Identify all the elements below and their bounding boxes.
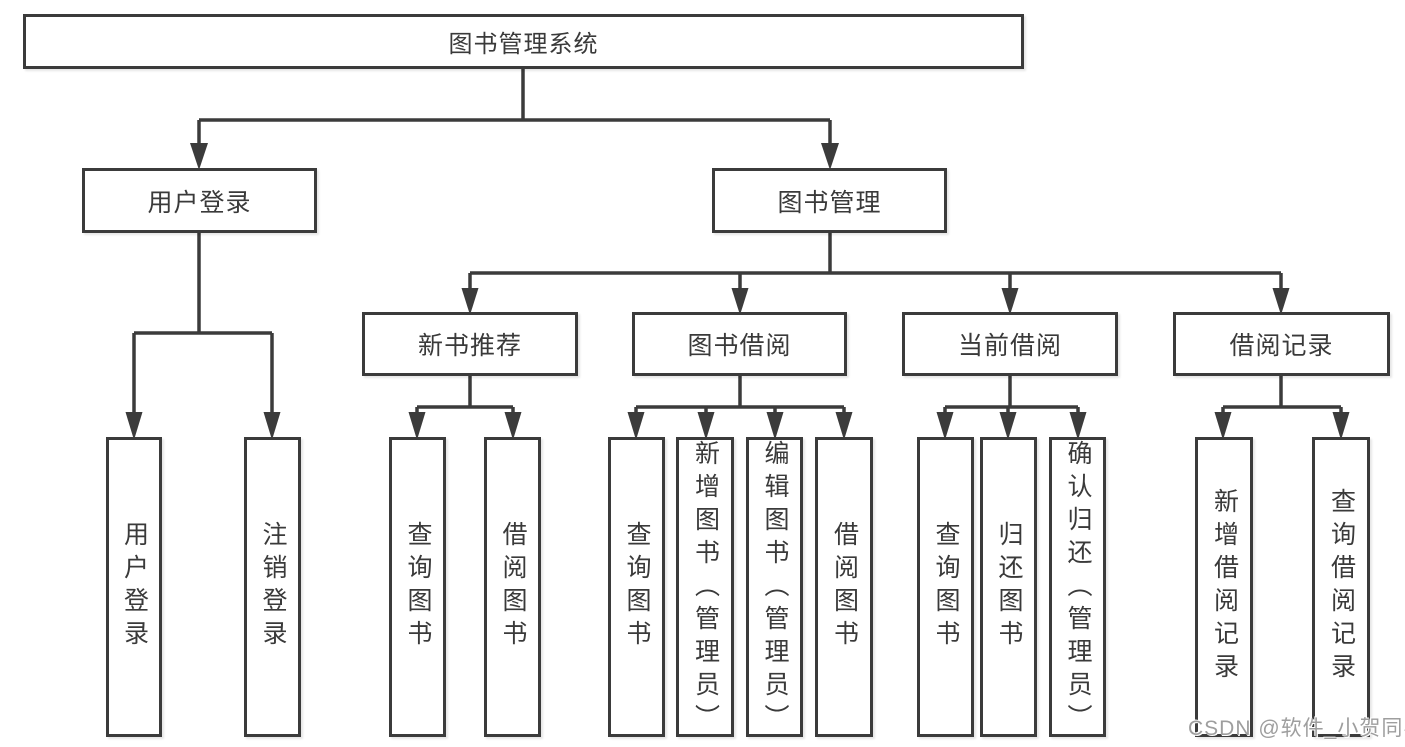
node-label: 图书管理系统 [448, 31, 599, 58]
node-label: 新书推荐 [417, 332, 522, 360]
node-label: 归还图书 [995, 521, 1023, 653]
node-label: 借阅图书 [499, 521, 527, 653]
leaf-node-add-books-admin: 新增图书（管理员） [676, 437, 734, 737]
node-label: 当前借阅 [957, 332, 1062, 360]
node-label: 新增借阅记录 [1210, 488, 1239, 686]
node-label: 新增图书（管理员） [691, 440, 720, 737]
node-label: 编辑图书（管理员） [761, 440, 789, 737]
leaf-node-query-borrowing-record: 查询借阅记录 [1312, 437, 1370, 737]
leaf-node-borrow-books-recommendation: 借阅图书 [484, 437, 541, 737]
leaf-node-add-borrowing-record: 新增借阅记录 [1195, 437, 1253, 737]
leaf-node-query-books-recommendation: 查询图书 [389, 437, 446, 737]
node-label: 图书管理 [777, 188, 882, 217]
node-label: 借阅图书 [830, 521, 859, 653]
node-label: 查询图书 [932, 521, 960, 653]
leaf-node-logout: 注销登录 [244, 437, 301, 737]
node-label: 图书借阅 [687, 332, 792, 360]
node-user-login: 用户登录 [82, 168, 317, 233]
node-label: 查询借阅记录 [1327, 488, 1356, 686]
leaf-node-confirm-return-admin: 确认归还（管理员） [1049, 437, 1106, 737]
leaf-node-borrow-books: 借阅图书 [815, 437, 873, 737]
node-label: 查询图书 [404, 521, 432, 653]
leaf-node-return-books: 归还图书 [980, 437, 1037, 737]
node-label: 查询图书 [623, 521, 651, 653]
node-label: 借阅记录 [1229, 332, 1334, 360]
node-book-management: 图书管理 [712, 168, 947, 233]
node-library-management-system: 图书管理系统 [23, 14, 1024, 69]
leaf-node-edit-books-admin: 编辑图书（管理员） [746, 437, 803, 737]
node-label: 用户登录 [120, 521, 149, 653]
leaf-node-query-books-current: 查询图书 [917, 437, 974, 737]
node-borrowing-records: 借阅记录 [1173, 312, 1390, 376]
leaf-node-query-books-borrowing: 查询图书 [608, 437, 665, 737]
node-book-borrowing: 图书借阅 [632, 312, 847, 376]
node-label: 确认归还（管理员） [1064, 440, 1092, 737]
node-label: 注销登录 [259, 521, 287, 653]
node-label: 用户登录 [147, 188, 252, 217]
leaf-node-user-login: 用户登录 [106, 437, 162, 737]
csdn-watermark: CSDN @软件_小贺同学 [1188, 717, 1405, 740]
node-current-borrowing: 当前借阅 [902, 312, 1118, 376]
node-new-book-recommendation: 新书推荐 [362, 312, 578, 376]
